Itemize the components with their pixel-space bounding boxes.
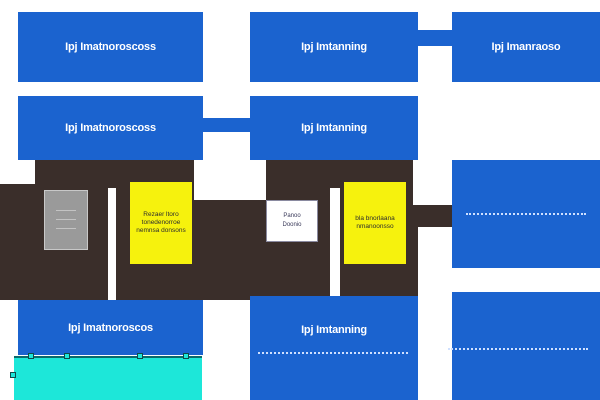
tile-label: Ipj Imtanning [301, 324, 367, 336]
card-yellow-left[interactable]: Rezaer ltoro tonedenorroe nemnsa donsons [130, 182, 192, 264]
resize-handle[interactable] [183, 353, 189, 359]
card-white[interactable]: Panoo Doonio [266, 200, 318, 242]
tile-label: Ipj Imtanning [301, 41, 367, 53]
card-line: bla bnorlaana [355, 215, 395, 222]
placeholder-line [448, 348, 588, 350]
band-gap-left [0, 160, 35, 184]
tile-r2c1[interactable]: Ipj Imatnoroscoss [18, 96, 203, 160]
card-gray[interactable]: ---------- ---------- ---------- [44, 190, 88, 250]
tile-r2c2[interactable]: Ipj Imtanning [250, 96, 418, 160]
tile-r1c2[interactable]: Ipj Imtanning [250, 12, 418, 82]
resize-handle[interactable] [137, 353, 143, 359]
placeholder-line [466, 213, 586, 215]
card-line: nemnsa donsons [136, 227, 186, 234]
resize-handle[interactable] [10, 372, 16, 378]
tile-r4c2[interactable]: Ipj Imtanning [250, 296, 418, 400]
connector-r2 [203, 118, 250, 132]
tile-label: Ipj Imatnoroscoss [65, 122, 156, 134]
card-line: nmanoonsso [356, 223, 394, 230]
tile-label: Ipj Imatnoroscos [68, 321, 153, 334]
band-bridge-right [413, 205, 453, 227]
card-line: ---------- [56, 225, 76, 232]
connector-r1 [418, 30, 452, 46]
selection-bar[interactable] [14, 356, 202, 400]
tile-r1c1[interactable]: Ipj Imatnoroscoss [18, 12, 203, 82]
resize-handle[interactable] [64, 353, 70, 359]
placeholder-line [258, 352, 408, 354]
tile-r3c3[interactable] [452, 160, 600, 268]
card-line: Panoo [283, 213, 301, 219]
tile-label: Ipj Imatnoroscoss [65, 41, 156, 53]
card-line: Doonio [282, 222, 302, 228]
card-line: ---------- [56, 207, 76, 214]
band-gap-right [413, 160, 453, 205]
tile-r4c3[interactable] [452, 292, 600, 400]
tile-label: Ipj Imtanning [301, 122, 367, 134]
card-yellow-right[interactable]: bla bnorlaana nmanoonsso [344, 182, 406, 264]
card-line: tonedenorroe [141, 219, 181, 226]
band-separator-1 [108, 188, 116, 300]
resize-handle[interactable] [28, 353, 34, 359]
tile-label: Ipj Imanraoso [491, 41, 561, 53]
band-gap-mid [194, 160, 266, 200]
card-line: ---------- [56, 216, 76, 223]
card-line: Rezaer ltoro [143, 211, 179, 218]
tile-r4c1[interactable]: Ipj Imatnoroscos [18, 300, 203, 355]
band-separator-2 [330, 188, 340, 300]
tile-r1c3[interactable]: Ipj Imanraoso [452, 12, 600, 82]
